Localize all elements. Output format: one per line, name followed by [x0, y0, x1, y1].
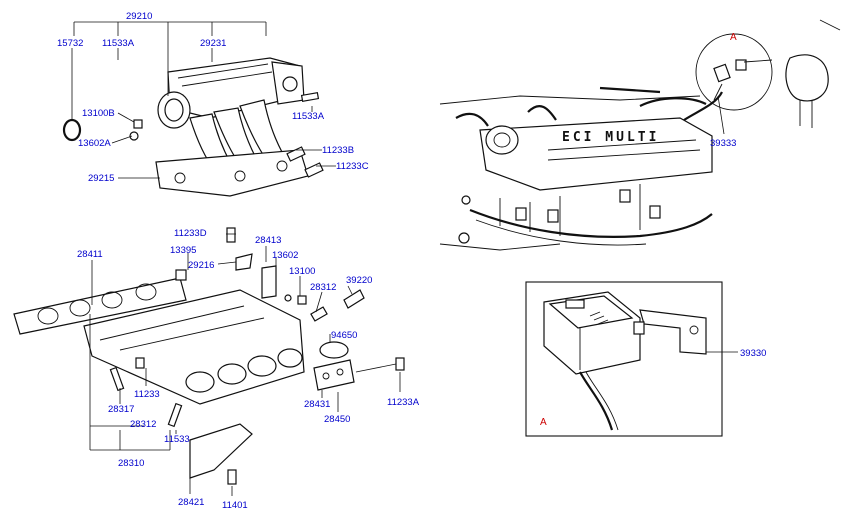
- callout-11533: 11533: [164, 434, 190, 445]
- callout-39333: 39333: [710, 138, 736, 149]
- callout-11233b: 11233B: [322, 145, 354, 156]
- callout-28411: 28411: [77, 249, 103, 260]
- callout-29210: 29210: [126, 11, 152, 22]
- callout-11233: 11233: [134, 389, 160, 400]
- callout-11233c: 11233C: [336, 161, 369, 172]
- callout-13395: 13395: [170, 245, 196, 256]
- callout-28312-lower: 28312: [130, 419, 156, 430]
- upper-leaders: [71, 21, 336, 179]
- callout-28431: 28431: [304, 399, 330, 410]
- callout-28317: 28317: [108, 404, 134, 415]
- callout-13100b: 13100B: [82, 108, 115, 119]
- callout-94650: 94650: [331, 330, 357, 341]
- callout-28312-upper: 28312: [310, 282, 336, 293]
- callout-28310: 28310: [118, 458, 144, 469]
- callout-39330: 39330: [740, 348, 766, 359]
- callout-13602: 13602: [272, 250, 298, 261]
- callout-13100: 13100: [289, 266, 315, 277]
- detail-marker-a: A: [730, 32, 737, 43]
- callout-11233d: 11233D: [174, 228, 207, 239]
- upper-intake-manifold: [62, 57, 324, 197]
- lower-callouts: 11233D 28413 13395 29216 13602 13100 284…: [77, 228, 420, 511]
- callout-15732: 15732: [57, 38, 83, 49]
- upper-callouts: 29210 15732 11533A 29231 13100B 13602A 1…: [57, 11, 369, 184]
- callout-11533a-stud: 11533A: [292, 111, 325, 122]
- callout-28413: 28413: [255, 235, 281, 246]
- callout-11533a: 11533A: [102, 38, 135, 49]
- callout-29231: 29231: [200, 38, 226, 49]
- callout-28421: 28421: [178, 497, 204, 508]
- callout-13602a: 13602A: [78, 138, 111, 149]
- callout-39220: 39220: [346, 275, 372, 286]
- lower-manifold-assembly: [13, 227, 405, 485]
- detail-box-a: [525, 281, 738, 437]
- detail-box-marker-a: A: [540, 417, 547, 428]
- callout-29215: 29215: [88, 173, 114, 184]
- callout-28450: 28450: [324, 414, 350, 425]
- callout-11401: 11401: [222, 500, 248, 511]
- callout-11233a-lower: 11233A: [387, 397, 420, 408]
- lower-leaders: [89, 233, 401, 496]
- engine-bay-view: ECI MULTI: [439, 19, 841, 251]
- engine-label: ECI MULTI: [562, 130, 659, 145]
- callout-29216: 29216: [188, 260, 214, 271]
